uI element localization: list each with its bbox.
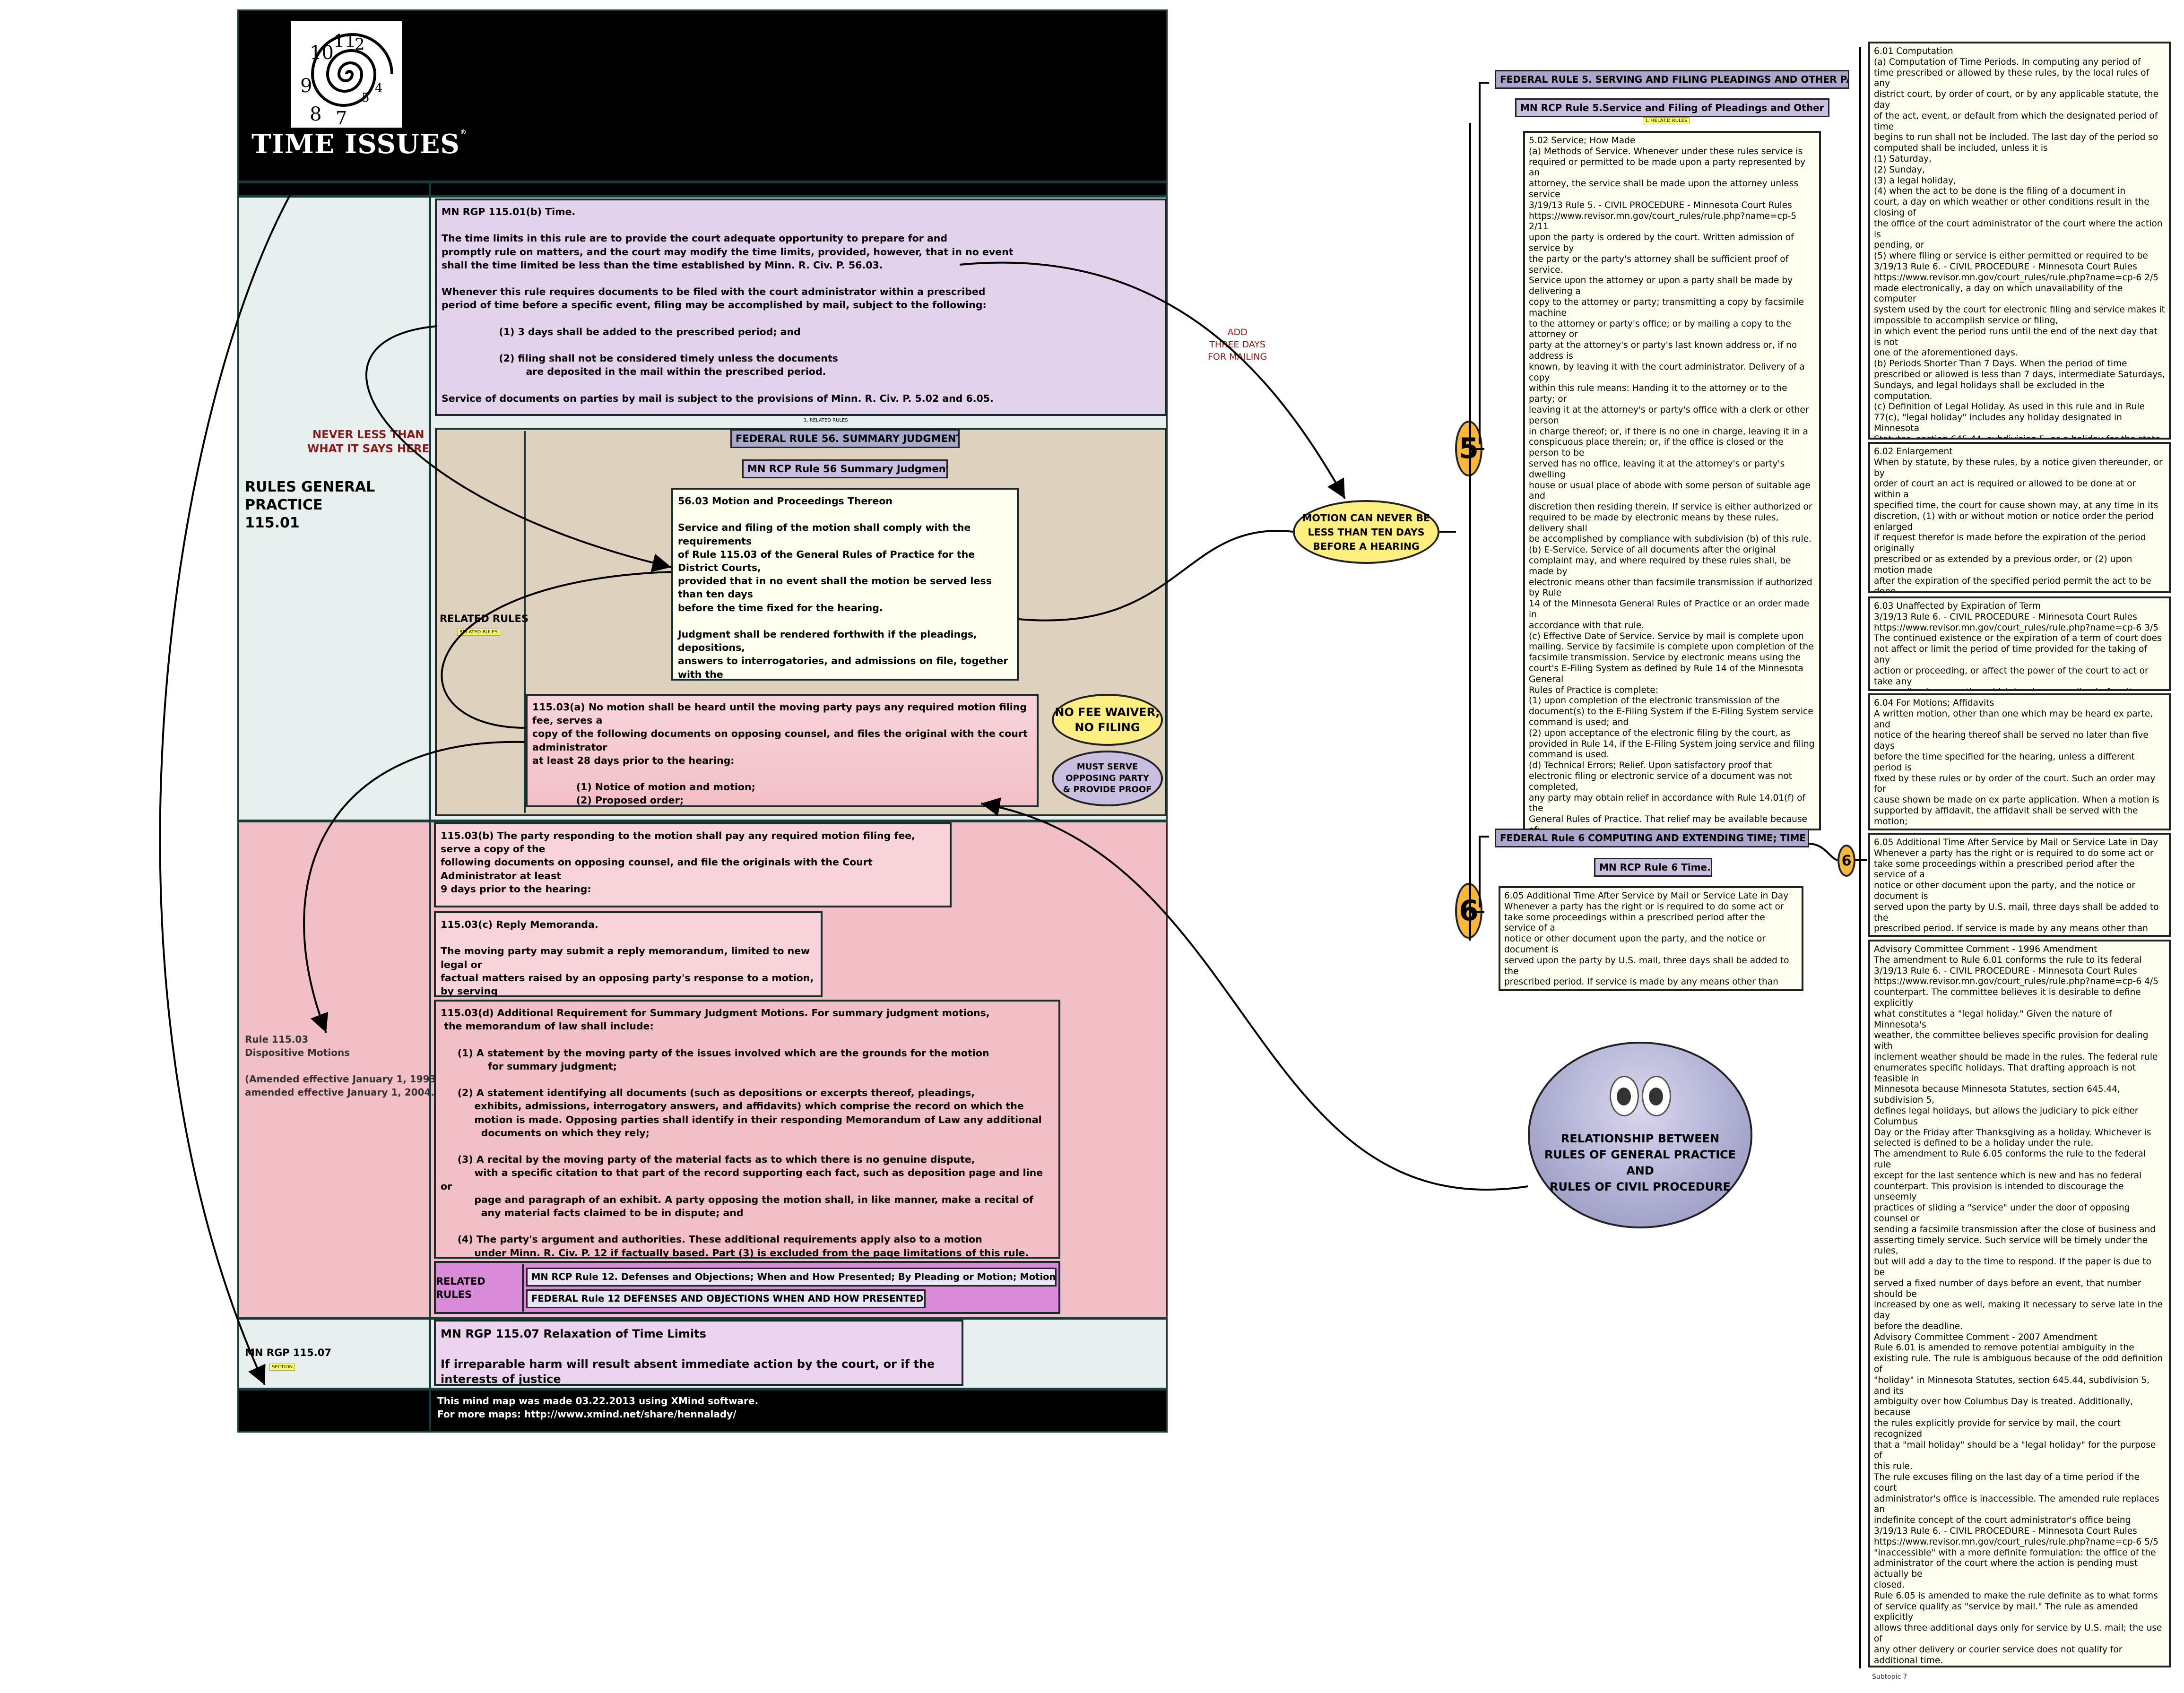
rule-5-02-note[interactable]: 5.02 Service; How Made (a) Methods of Se… xyxy=(1523,131,1821,830)
eyes-icon xyxy=(1609,1075,1671,1116)
mn-rcp-56-link[interactable]: MN RCP Rule 56 Summary Judgment.pdf xyxy=(742,459,948,478)
rule-6-02-note[interactable]: 6.02 Enlargement When by statute, by the… xyxy=(1868,442,2171,593)
rule-6-badge: 6 xyxy=(1455,883,1482,939)
svg-text:11: 11 xyxy=(333,31,356,52)
left-column-divider xyxy=(429,182,431,1433)
rgp-115-03a-box[interactable]: 115.03(a) No motion shall be heard until… xyxy=(526,694,1039,807)
federal-rule-5-link[interactable]: FEDERAL RULE 5. SERVING AND FILING PLEAD… xyxy=(1495,70,1849,89)
no-fee-waiver-bubble: NO FEE WAIVER; NO FILING xyxy=(1052,694,1163,746)
footer-text: This mind map was made 03.22.2013 using … xyxy=(437,1395,759,1420)
rgp-115-01b-box[interactable]: MN RGP 115.01(b) Time. The time limits i… xyxy=(435,199,1167,416)
rgp-115-07-box[interactable]: MN RGP 115.07 Relaxation of Time Limits … xyxy=(434,1320,963,1386)
rule-6-05-right-note[interactable]: 6.05 Additional Time After Service by Ma… xyxy=(1868,833,2171,937)
svg-text:2: 2 xyxy=(355,35,365,54)
rule-5-badge: 5 xyxy=(1455,421,1482,476)
title-mark: ® xyxy=(459,129,467,136)
spiral-clock-icon: 10 11 2 9 8 7 5 4 xyxy=(291,21,402,129)
related-rules-small-tag: 1. RELATED RULES xyxy=(804,418,848,423)
svg-text:5: 5 xyxy=(362,91,370,105)
svg-text:10: 10 xyxy=(310,42,334,64)
mn-rcp-12-link[interactable]: MN RCP Rule 12. Defenses and Objections;… xyxy=(526,1268,1057,1287)
svg-text:8: 8 xyxy=(310,104,321,125)
svg-text:9: 9 xyxy=(300,75,312,97)
section-tag: SECTION xyxy=(269,1364,295,1371)
relationship-bubble: RELATIONSHIP BETWEEN RULES OF GENERAL PR… xyxy=(1528,1042,1752,1228)
related-rules-tag: RELATED RULES xyxy=(457,629,500,636)
federal-rule-56-link[interactable]: FEDERAL RULE 56. SUMMARY JUDGMENT.pdf xyxy=(730,429,960,448)
page-title: TIME ISSUES® xyxy=(251,129,467,160)
federal-rule-6-link[interactable]: FEDERAL Rule 6 COMPUTING AND EXTENDING T… xyxy=(1495,829,1809,847)
subtopic-label: Subtopic 7 xyxy=(1872,1673,1907,1681)
rgp-115-07-label: MN RGP 115.07 xyxy=(245,1347,331,1358)
related-rules-label: RELATED RULES xyxy=(440,613,529,624)
federal-rule-12-link[interactable]: FEDERAL Rule 12 DEFENSES AND OBJECTIONS … xyxy=(526,1289,926,1308)
rule-115-03-label: Rule 115.03 Dispositive Motions (Amended… xyxy=(245,1034,440,1098)
relationship-text: RELATIONSHIP BETWEEN RULES OF GENERAL PR… xyxy=(1544,1132,1736,1193)
rgp-115-03c-box[interactable]: 115.03(c) Reply Memoranda. The moving pa… xyxy=(434,911,823,997)
rule-6-05-left-note[interactable]: 6.05 Additional Time After Service by Ma… xyxy=(1499,886,1803,991)
rules-general-label: RULES GENERAL PRACTICE 115.01 xyxy=(245,479,375,531)
mn-rcp-5-link[interactable]: MN RCP Rule 5.Service and Filing of Plea… xyxy=(1515,98,1829,117)
rule-6-03-note[interactable]: 6.03 Unaffected by Expiration of Term 3/… xyxy=(1868,596,2171,691)
never-less-callout: NEVER LESS THAN WHAT IT SAYS HERE xyxy=(307,429,430,455)
svg-text:4: 4 xyxy=(375,81,383,95)
never-ten-days-bubble: MOTION CAN NEVER BE LESS THAN TEN DAYS B… xyxy=(1293,500,1439,564)
related-rules-12-button[interactable]: RELATED RULES xyxy=(436,1264,524,1312)
rule-6-04-note[interactable]: 6.04 For Motions; Affidavits A written m… xyxy=(1868,693,2171,830)
rule-56-03-box[interactable]: 56.03 Motion and Proceedings Thereon Ser… xyxy=(671,488,1019,681)
rule-6-small-badge: 6 xyxy=(1837,845,1855,877)
mn-rcp-6-link[interactable]: MN RCP Rule 6 Time.pdf xyxy=(1594,858,1712,877)
rgp-115-03b-box[interactable]: 115.03(b) The party responding to the mo… xyxy=(434,822,952,907)
svg-text:7: 7 xyxy=(336,108,347,128)
footer-bar xyxy=(237,1389,1168,1433)
add-three-days-callout: ADD THREE DAYS FOR MAILING xyxy=(1208,327,1267,362)
advisory-comment-note[interactable]: Advisory Committee Comment - 1996 Amendm… xyxy=(1868,940,2171,1667)
header-divider xyxy=(237,182,1168,196)
page-title-text: TIME ISSUES xyxy=(251,129,460,160)
rule-6-01-note[interactable]: 6.01 Computation (a) Computation of Time… xyxy=(1868,42,2171,440)
must-serve-bubble: MUST SERVE OPPOSING PARTY & PROVIDE PROO… xyxy=(1052,751,1163,806)
related-rules-5-tag: 1. RELAT.D RULES xyxy=(1643,117,1690,124)
rgp-115-03d-box[interactable]: 115.03(d) Additional Requirement for Sum… xyxy=(434,1000,1060,1259)
